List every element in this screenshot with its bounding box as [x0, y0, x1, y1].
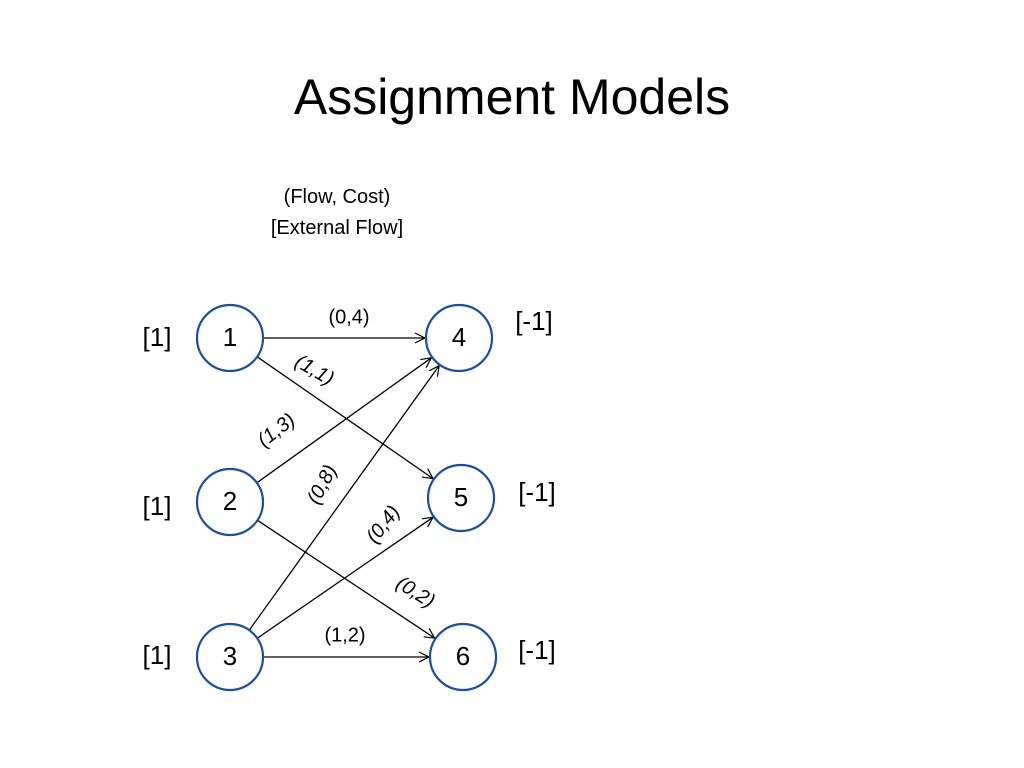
- external-flow-2: [1]: [143, 491, 172, 521]
- node-1: 1: [195, 303, 265, 373]
- edge-2-4: [256, 358, 432, 484]
- external-flow-4: [-1]: [515, 306, 553, 336]
- node-circle-6: [428, 622, 498, 692]
- node-label-5: 5: [454, 482, 468, 512]
- node-label-4: 4: [452, 322, 466, 352]
- node-circle-4: [424, 303, 494, 373]
- edge-label-2-4: (1,3): [254, 409, 300, 452]
- edges-layer: [248, 338, 439, 657]
- edge-label-3-6: (1,2): [324, 624, 365, 646]
- node-label-6: 6: [456, 641, 470, 671]
- edge-2-6: [257, 519, 434, 638]
- node-5: 5: [426, 463, 496, 533]
- external-flow-6: [-1]: [518, 635, 556, 665]
- external-flow-5: [-1]: [518, 477, 556, 507]
- edge-1-5: [256, 356, 433, 479]
- slide-title: Assignment Models: [293, 69, 731, 125]
- edge-3-5: [256, 517, 433, 639]
- edge-label-2-6: (0,2): [392, 572, 439, 612]
- edge-label-1-5: (1,1): [291, 351, 338, 391]
- node-3: 3: [195, 622, 265, 692]
- legend-external-flow: [External Flow]: [270, 217, 404, 239]
- edge-label-3-4: (0,8): [303, 461, 342, 508]
- node-2: 2: [195, 467, 265, 537]
- edge-3-4: [248, 366, 439, 631]
- node-circle-3: [195, 622, 265, 692]
- node-label-3: 3: [223, 641, 237, 671]
- edge-label-1-4: (0,4): [328, 306, 369, 328]
- legend: (Flow, Cost) [External Flow]: [237, 182, 437, 244]
- external-flow-3: [1]: [143, 640, 172, 670]
- external-flow-1: [1]: [143, 322, 172, 352]
- node-label-1: 1: [223, 322, 237, 352]
- node-circle-2: [195, 467, 265, 537]
- legend-flow-cost: (Flow, Cost): [283, 186, 391, 208]
- node-6: 6: [428, 622, 498, 692]
- nodes-layer: 1 2 3 4 5 6: [195, 303, 498, 692]
- node-circle-1: [195, 303, 265, 373]
- node-circle-5: [426, 463, 496, 533]
- node-label-2: 2: [223, 486, 237, 516]
- node-4: 4: [424, 303, 494, 373]
